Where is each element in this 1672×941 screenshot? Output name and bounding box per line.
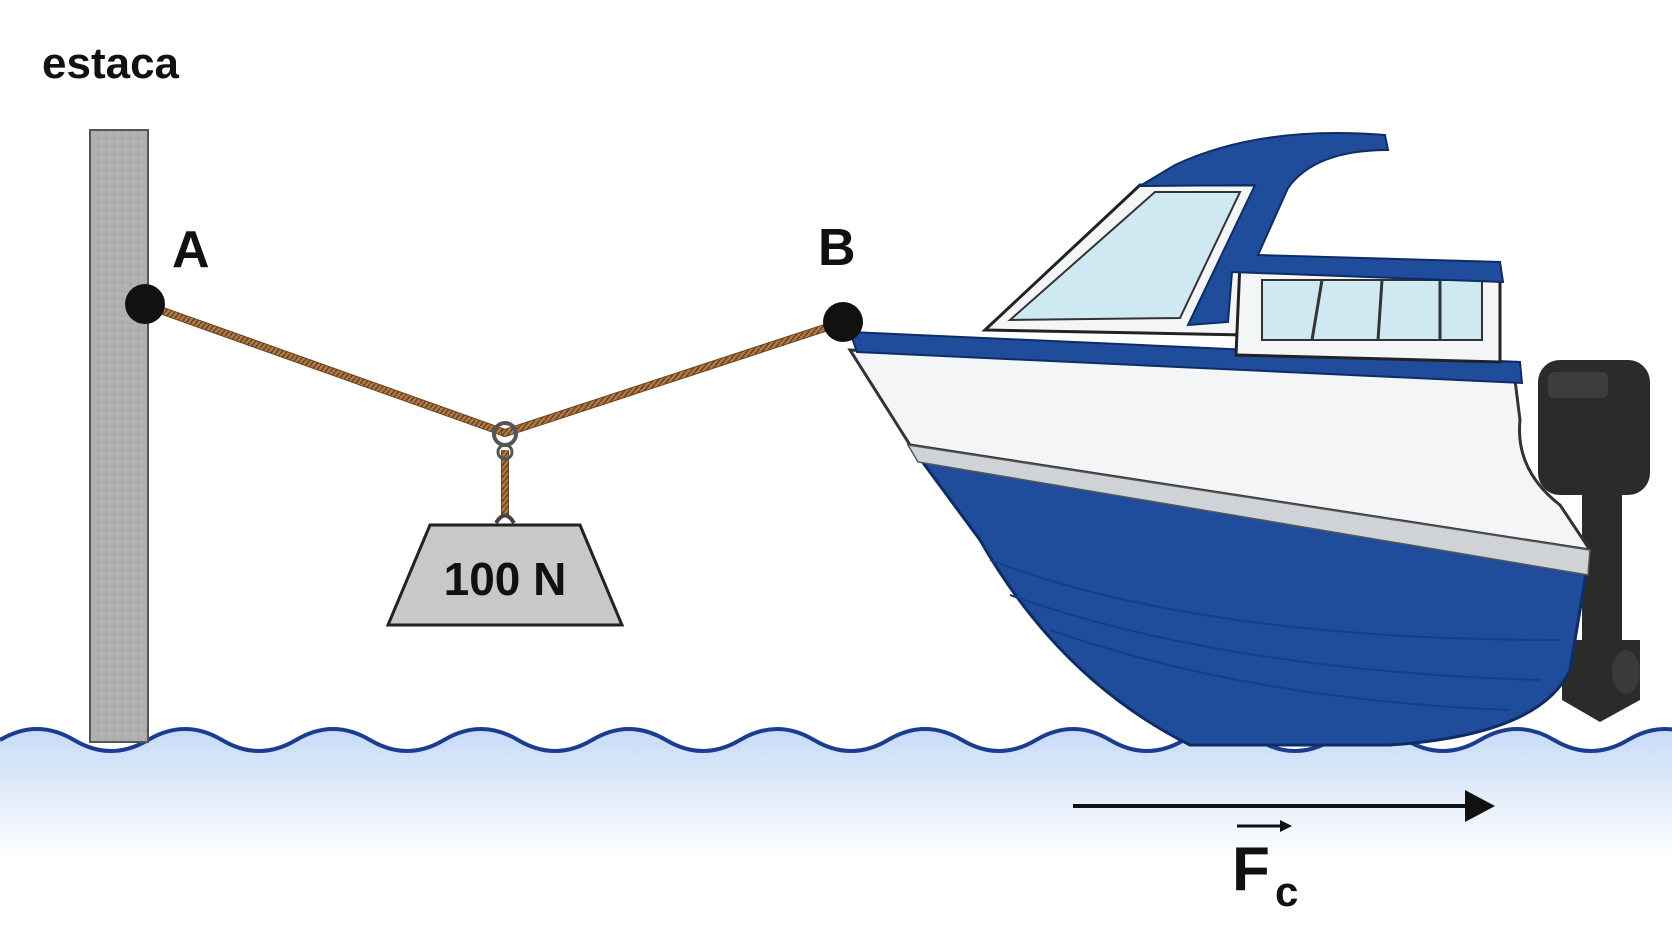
force-arrow [1073,790,1495,822]
post-shape [89,129,149,743]
hull-upper [847,348,1594,553]
point-a-dot [125,284,165,324]
hull-lower [906,442,1592,747]
weight-label: 100 N [444,553,567,605]
boat [847,132,1650,747]
weight-block: 100 N [385,523,625,627]
ring-connector [492,421,518,525]
outboard-motor [1538,360,1650,722]
stake-label: estaca [42,39,180,88]
stake-post [89,129,149,743]
boat-cabin [981,132,1505,364]
water [0,727,1672,860]
force-subscript: c [1275,868,1298,915]
ropes [142,301,847,516]
force-label: F c [1232,820,1298,915]
point-b-dot [823,302,863,342]
force-arrow-head [1465,790,1495,822]
point-b-label: B [818,219,856,277]
weight-shape [385,523,625,627]
point-a-label: A [172,221,210,279]
force-symbol: F [1232,835,1270,904]
